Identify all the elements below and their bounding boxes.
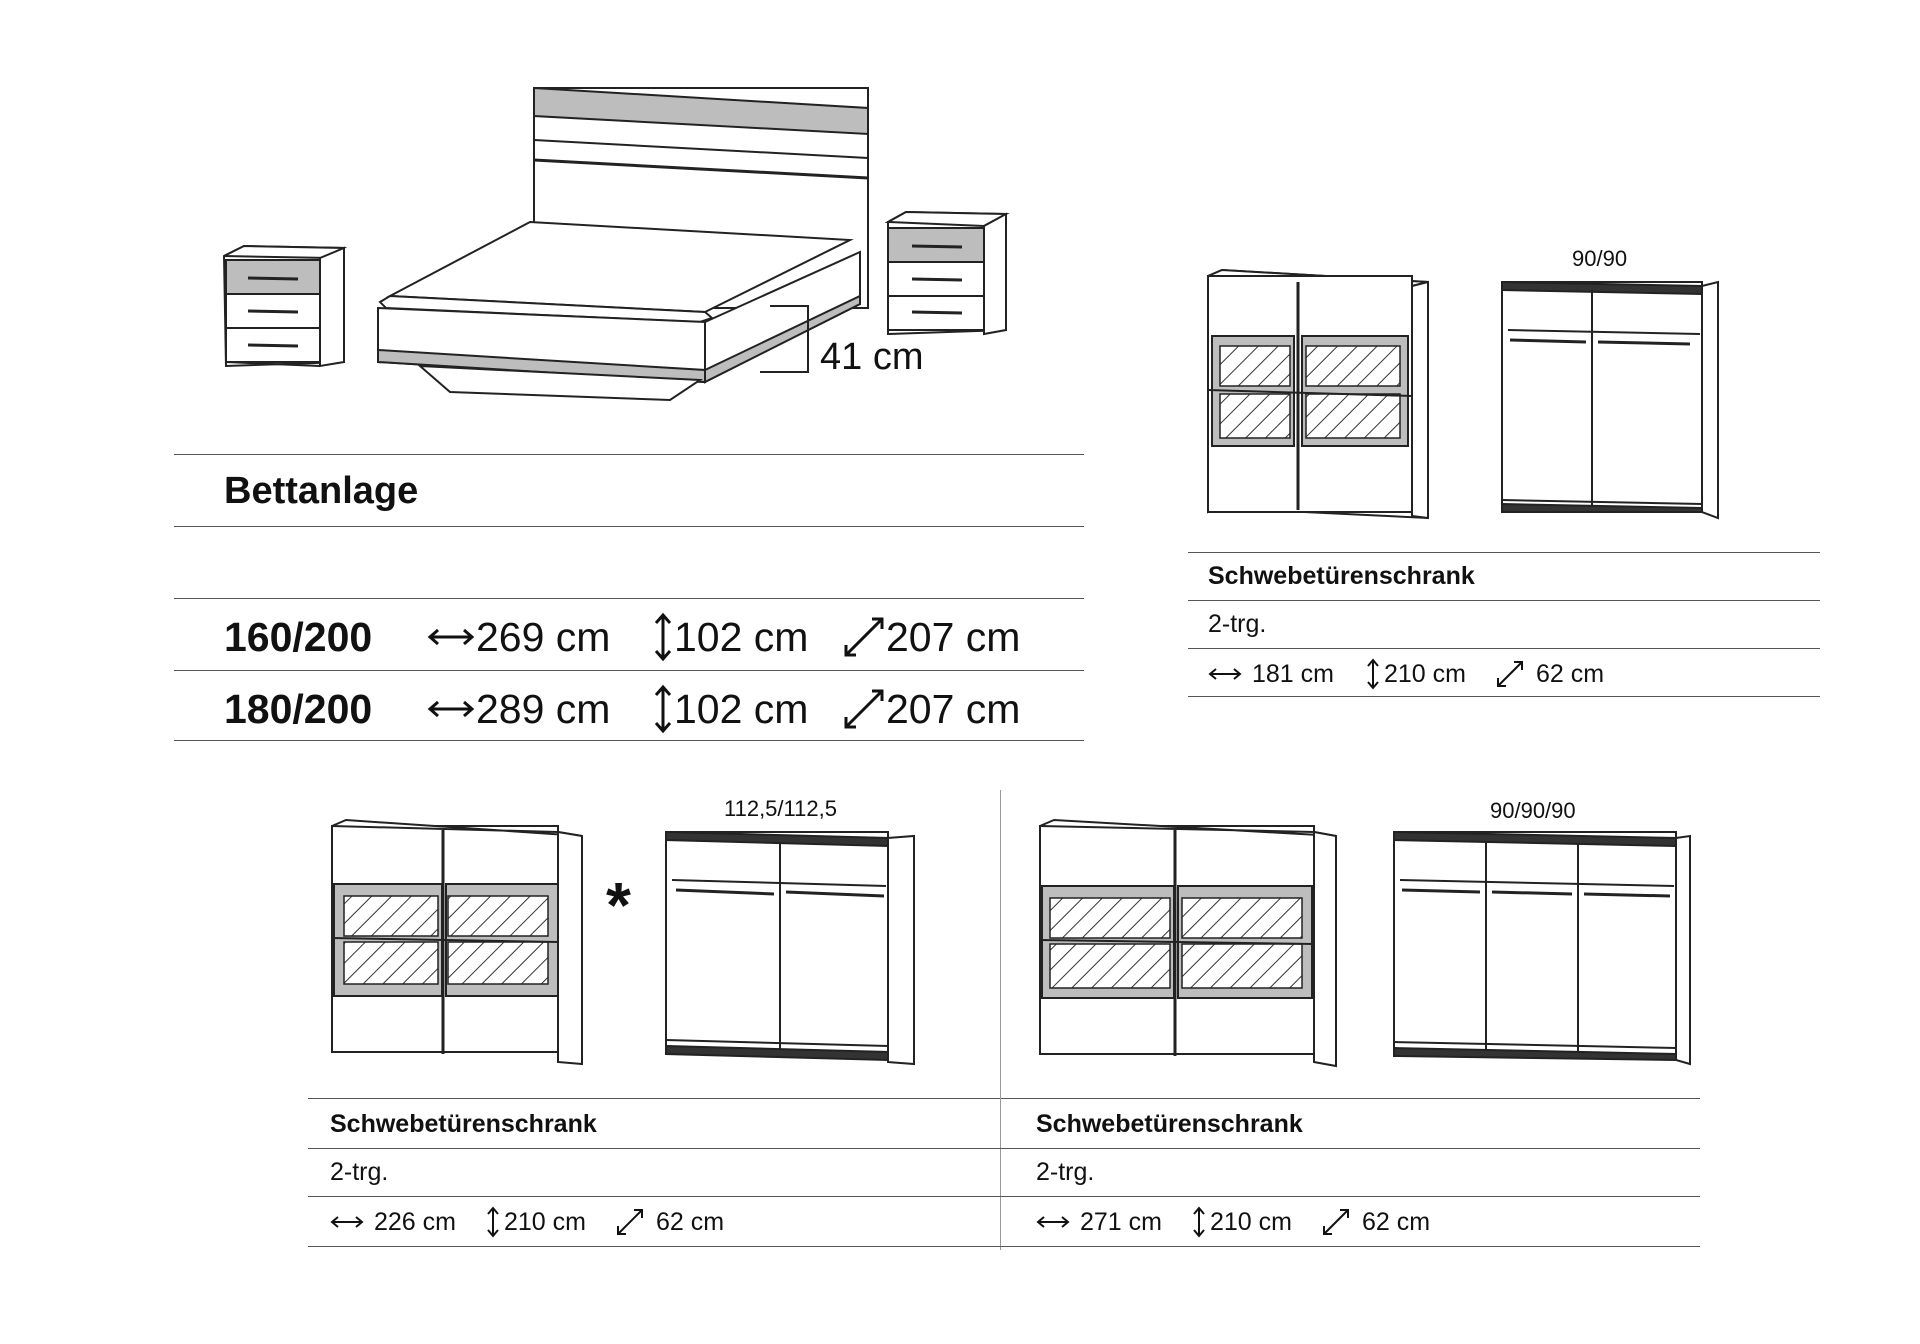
bed-width: 289 cm (476, 685, 611, 732)
wardrobe-large-depth: 62 cm (1362, 1207, 1431, 1236)
wardrobe-medium-interior-label: 112,5/112,5 (724, 796, 837, 821)
depth-arrow-icon (1322, 1208, 1350, 1236)
divider (308, 1196, 1700, 1197)
column-divider (1000, 790, 1001, 1250)
width-arrow-icon (330, 1215, 364, 1229)
divider (174, 740, 1084, 741)
width-arrow-icon (426, 627, 476, 647)
wardrobe-medium-width: 226 cm (374, 1207, 456, 1236)
depth-arrow-icon (1496, 660, 1524, 688)
wardrobe-small-interior-label: 90/90 (1572, 246, 1628, 271)
wardrobe-large-width: 271 cm (1080, 1207, 1162, 1236)
divider (174, 598, 1084, 599)
divider (174, 670, 1084, 671)
depth-arrow-icon (616, 1208, 644, 1236)
wardrobe-small-width: 181 cm (1252, 659, 1334, 688)
divider (174, 526, 1084, 527)
bed-section-title: Bettanlage (224, 470, 419, 512)
height-arrow-icon (1192, 1206, 1206, 1238)
divider (308, 1148, 1700, 1149)
height-arrow-icon (486, 1206, 500, 1238)
wardrobe-medium-height: 210 cm (504, 1207, 586, 1236)
divider (308, 1246, 1700, 1247)
divider (174, 454, 1084, 455)
wardrobe-medium-dimensions: 226 cm 210 cm 62 cm (330, 1204, 724, 1240)
divider (1188, 600, 1820, 601)
wardrobe-small-doors: 2-trg. (1208, 610, 1267, 638)
bed-size: 160/200 (224, 613, 373, 660)
divider (1188, 552, 1820, 553)
height-arrow-icon (1366, 658, 1380, 690)
bed-size-row: 160/200 269 cm 102 cm 207 cm (224, 608, 1020, 666)
wardrobe-small-height: 210 cm (1384, 659, 1466, 688)
bed-size-row: 180/200 289 cm 102 cm 207 cm (224, 680, 1020, 738)
bed-size: 180/200 (224, 685, 373, 732)
height-arrow-icon (652, 611, 674, 663)
wardrobe-large-doors: 2-trg. (1036, 1158, 1095, 1186)
wardrobe-large-interior-label: 90/90/90 (1490, 798, 1576, 823)
width-arrow-icon (1036, 1215, 1070, 1229)
wardrobe-large-title: Schwebetürenschrank (1036, 1110, 1303, 1138)
wardrobe-large-dimensions: 271 cm 210 cm 62 cm (1036, 1204, 1430, 1240)
height-arrow-icon (652, 683, 674, 735)
depth-arrow-icon (842, 615, 886, 659)
wardrobe-medium-doors: 2-trg. (330, 1158, 389, 1186)
divider (1188, 648, 1820, 649)
width-arrow-icon (426, 699, 476, 719)
divider (1188, 696, 1820, 697)
divider (308, 1098, 1700, 1099)
bed-width: 269 cm (476, 613, 611, 660)
wardrobe-small-title: Schwebetürenschrank (1208, 562, 1475, 590)
width-arrow-icon (1208, 667, 1242, 681)
wardrobe-medium-depth: 62 cm (656, 1207, 725, 1236)
bed-height: 102 cm (674, 685, 809, 732)
bed-height: 102 cm (674, 613, 809, 660)
wardrobe-medium-title: Schwebetürenschrank (330, 1110, 597, 1138)
bed-depth: 207 cm (886, 685, 1021, 732)
wardrobe-medium-asterisk: * (606, 869, 631, 941)
bed-height-label: 41 cm (820, 336, 924, 378)
wardrobe-large-height: 210 cm (1210, 1207, 1292, 1236)
bed-depth: 207 cm (886, 613, 1021, 660)
depth-arrow-icon (842, 687, 886, 731)
wardrobe-small-dimensions: 181 cm 210 cm 62 cm (1208, 656, 1604, 692)
wardrobe-small-depth: 62 cm (1536, 659, 1605, 688)
